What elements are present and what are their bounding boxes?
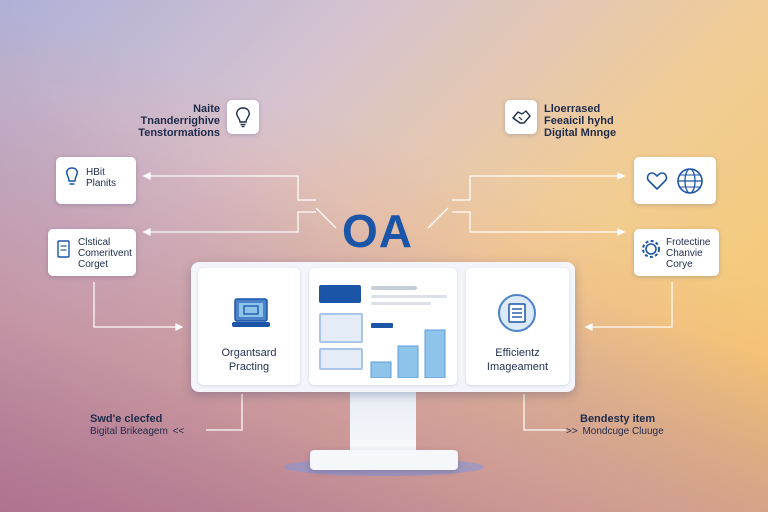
connector-left-2 — [148, 211, 316, 233]
card-left-1-text: HBit Planits — [86, 167, 116, 189]
handshake-icon — [512, 110, 531, 124]
handshake-icon-box — [505, 100, 537, 134]
panel-left-label-line: Practing — [228, 361, 270, 373]
text-placeholder-line — [371, 295, 447, 298]
top-left-label-line: Tnanderrighive — [140, 115, 220, 127]
arrowhead-left-down — [175, 322, 184, 332]
gear-icon — [642, 240, 660, 258]
connector-bottom-right — [523, 394, 566, 431]
top-right-label: Lloerrased Feeaicil hyhd Digital Mnnge — [544, 103, 654, 139]
bottom-right-sublabel: >> Mondcuge Cluuge — [566, 426, 696, 438]
bottom-left-label: Swd'e clecfed — [90, 413, 210, 425]
panel-left-label: Organtsard Practing — [198, 346, 300, 374]
monitor-stand-base — [310, 450, 458, 470]
top-left-label-line: Naite — [193, 103, 220, 115]
connector-right-1 — [452, 175, 620, 201]
bottom-left-sublabel: Bigital Brikeagem << — [90, 426, 210, 438]
lightbulb-icon-box — [227, 100, 259, 134]
arrowhead-right-down — [584, 322, 593, 332]
bottom-left-label-line: Bigital Brikeagem — [90, 426, 168, 437]
connector-left-1 — [148, 175, 316, 201]
connector-diag-left — [315, 207, 337, 229]
top-left-label: Naite Tnanderrighive Tenstormations — [112, 103, 220, 139]
card-right-2-line: Corye — [666, 259, 693, 270]
bottom-right-arrows: >> — [566, 426, 578, 437]
document-icon — [57, 240, 70, 258]
card-right-2-line: Frotectine — [666, 237, 711, 248]
dashboard-card-block — [319, 313, 363, 343]
panel-right-label-line: Imageament — [486, 361, 549, 373]
top-right-label-line: Lloerrased — [544, 103, 601, 115]
chart-bar — [424, 329, 446, 378]
card-left-2-line: Comeritvent — [78, 248, 132, 259]
panel-right: Efficientz Imageament — [466, 268, 569, 385]
text-placeholder-line — [371, 286, 417, 290]
monitor-stand-neck — [350, 392, 416, 452]
arrowhead-right-1 — [617, 171, 626, 181]
card-right-1 — [634, 157, 716, 204]
connector-diag-right — [427, 207, 449, 229]
brand-logo-text: OA — [342, 205, 413, 257]
top-right-label-line: Digital Mnnge — [544, 127, 617, 139]
lightbulb-icon — [236, 107, 250, 128]
laptop-icon — [232, 298, 270, 327]
card-left-2: Clstical Comeritvent Corget — [48, 229, 136, 276]
panel-right-label: Efficientz Imageament — [466, 346, 569, 374]
connector-bottom-left — [206, 394, 243, 431]
text-placeholder-line — [371, 302, 431, 305]
list-document-icon — [498, 294, 536, 332]
heart-icon — [646, 171, 668, 190]
chart-bar — [397, 345, 419, 378]
connector-left-down — [93, 282, 178, 328]
bottom-right-label-line: Bendesty item — [580, 413, 656, 425]
card-left-1-line: HBit — [86, 167, 105, 178]
dashboard-accent-line — [371, 323, 393, 328]
panel-middle — [309, 268, 457, 385]
arrowhead-left-1 — [142, 171, 151, 181]
connector-right-down — [590, 282, 673, 328]
card-left-2-line: Corget — [78, 259, 109, 270]
chart-bar — [370, 361, 392, 378]
bottom-right-label: Bendesty item — [580, 413, 700, 425]
bottom-left-label-line: Swd'e clecfed — [90, 413, 163, 425]
panel-left: Organtsard Practing — [198, 268, 300, 385]
card-left-2-text: Clstical Comeritvent Corget — [78, 237, 132, 270]
card-right-2-text: Frotectine Chanvie Corye — [666, 237, 710, 270]
top-left-label-line: Tenstormations — [138, 127, 220, 139]
monitor-screen: Organtsard Practing Efficientz Imageamen… — [191, 262, 575, 392]
card-right-2: Frotectine Chanvie Corye — [634, 229, 719, 276]
bottom-right-label-line: Mondcuge Cluuge — [582, 426, 664, 437]
arrowhead-right-2 — [617, 227, 626, 237]
card-left-1: HBit Planits — [56, 157, 136, 204]
panel-left-label-line: Organtsard — [221, 347, 277, 359]
mini-bar-chart — [370, 329, 446, 378]
top-right-label-line: Feeaicil hyhd — [544, 115, 614, 127]
card-right-2-line: Chanvie — [666, 248, 703, 259]
bottom-left-arrows: << — [172, 426, 185, 437]
lightbulb-icon — [66, 167, 78, 185]
globe-icon — [677, 167, 703, 194]
dashboard-header-block — [319, 285, 361, 303]
card-left-1-line: Planits — [86, 178, 117, 189]
arrowhead-left-2 — [142, 227, 151, 237]
panel-right-label-line: Efficientz — [495, 347, 540, 359]
card-right-1-icons — [634, 157, 716, 204]
connector-right-2 — [452, 211, 620, 233]
dashboard-card-block — [319, 348, 363, 370]
card-left-2-line: Clstical — [78, 237, 111, 248]
